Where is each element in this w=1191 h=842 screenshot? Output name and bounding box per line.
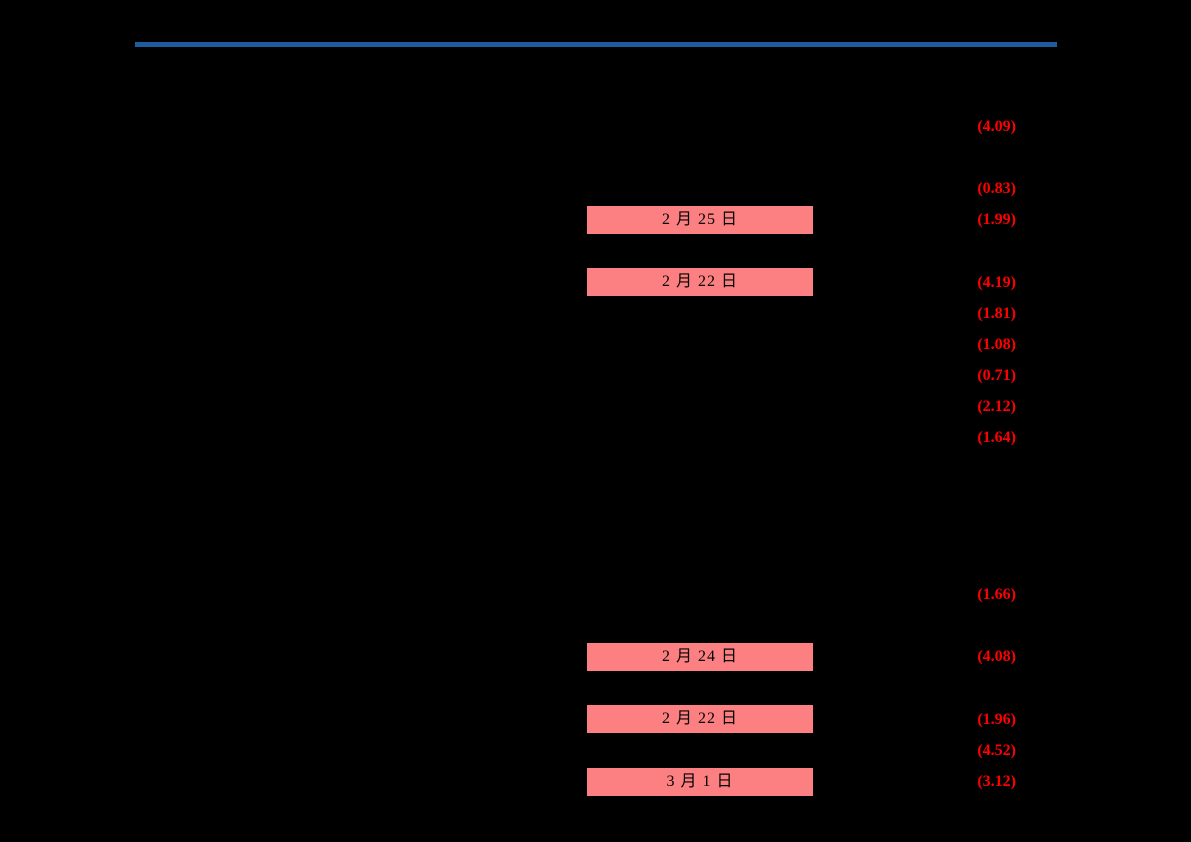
negative-value: (0.83) <box>977 180 1016 197</box>
date-cell-highlight[interactable]: 2 月 25 日 <box>587 206 813 234</box>
negative-value: (4.09) <box>977 118 1016 135</box>
negative-value: (1.96) <box>977 711 1016 728</box>
date-cell-highlight[interactable]: 2 月 22 日 <box>587 268 813 296</box>
negative-value: (1.64) <box>977 429 1016 446</box>
negative-value: (2.12) <box>977 398 1016 415</box>
negative-value: (1.99) <box>977 211 1016 228</box>
header-divider-rule <box>135 42 1057 47</box>
negative-value: (4.52) <box>977 742 1016 759</box>
negative-value: (4.19) <box>977 274 1016 291</box>
negative-value: (0.71) <box>977 367 1016 384</box>
negative-value: (1.66) <box>977 586 1016 603</box>
negative-value: (1.81) <box>977 305 1016 322</box>
date-cell-highlight[interactable]: 2 月 24 日 <box>587 643 813 671</box>
negative-value: (4.08) <box>977 648 1016 665</box>
negative-value: (3.12) <box>977 773 1016 790</box>
date-cell-highlight[interactable]: 3 月 1 日 <box>587 768 813 796</box>
date-cell-highlight[interactable]: 2 月 22 日 <box>587 705 813 733</box>
negative-value: (1.08) <box>977 336 1016 353</box>
